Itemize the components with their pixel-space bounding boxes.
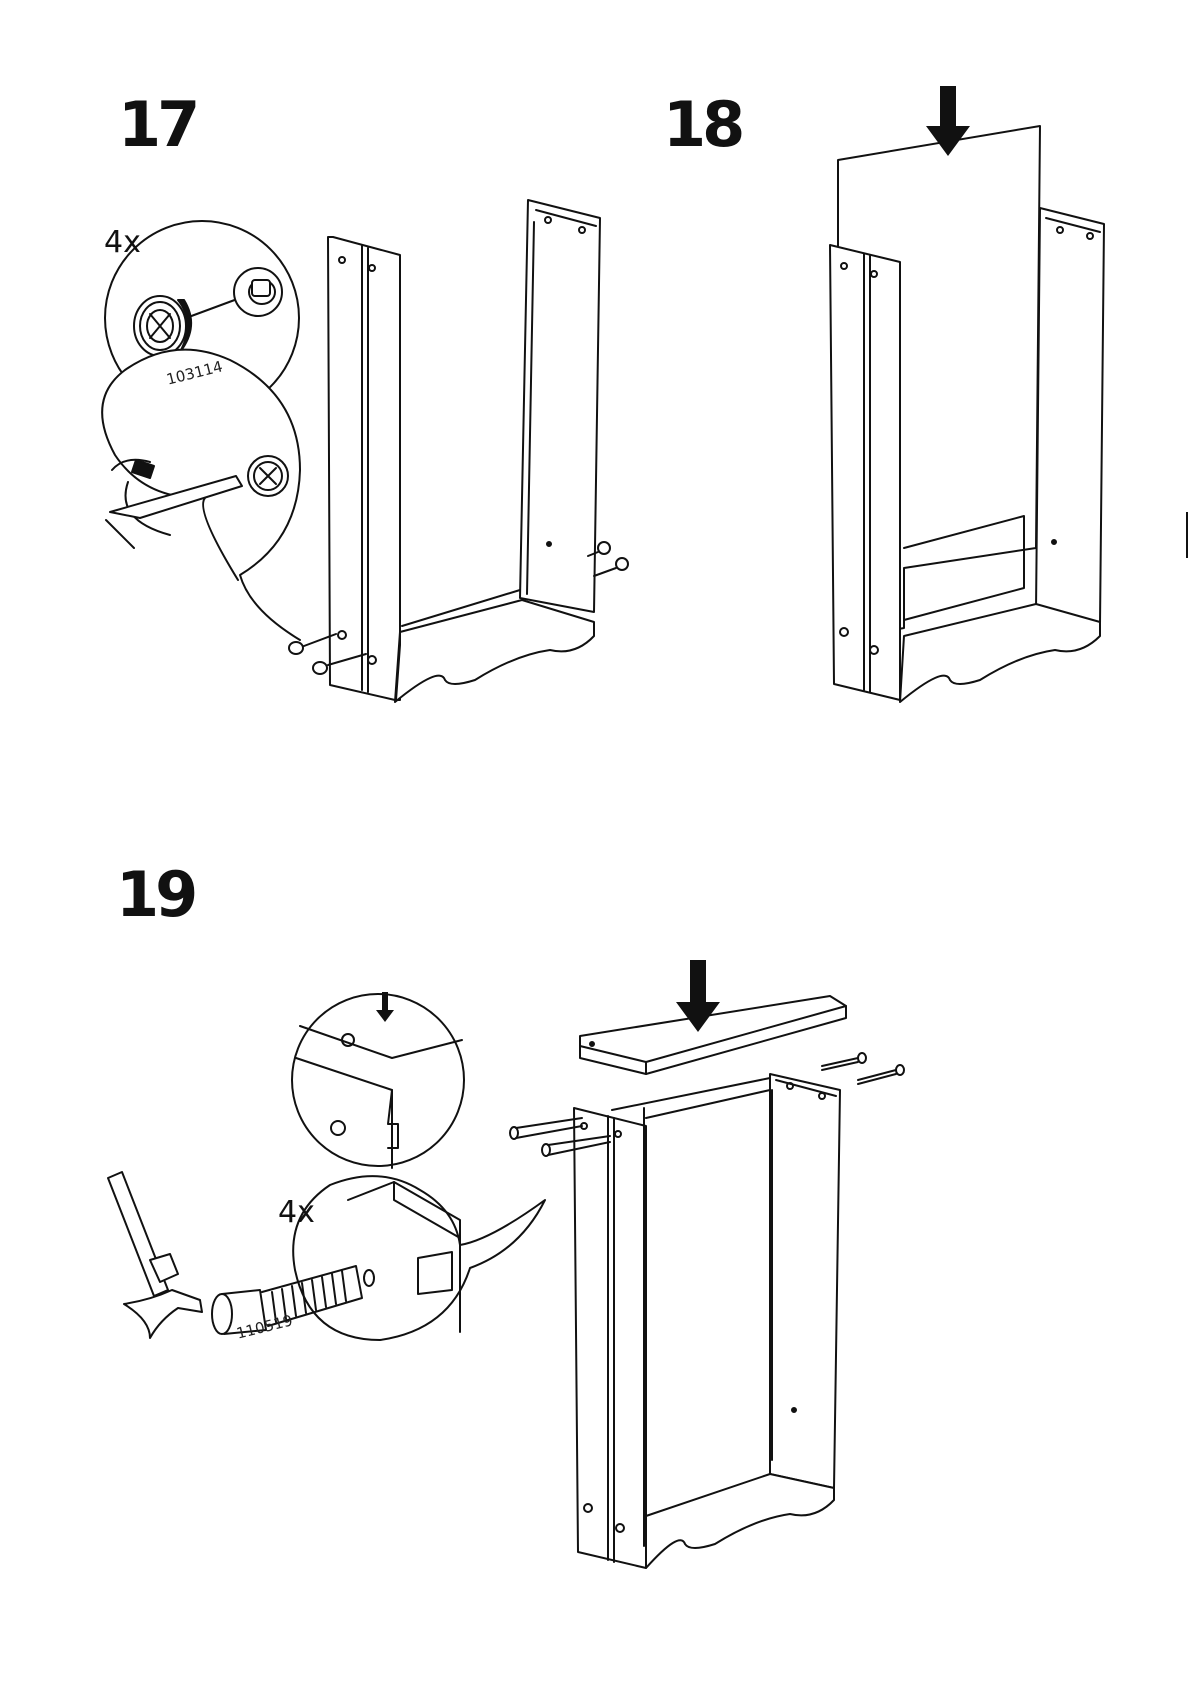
page-edge-mark [1186,512,1188,558]
dowel-detail-bubble [212,1176,545,1340]
top-panel [580,960,846,1074]
step-17-illustration [102,200,628,702]
left-side-panel [328,237,400,700]
step-19-illustration [108,960,904,1568]
cam-lock-turn-icon [248,456,288,496]
bottom-panel [900,604,1100,702]
right-side-panel [1036,208,1104,624]
step-18-illustration [830,86,1104,702]
top-panel-detail-bubble [292,992,464,1168]
left-side-panel [830,245,900,700]
screwdriver-detail-bubble [102,350,300,640]
right-side-panel [520,200,600,612]
step-17-quantity: 4x [104,228,141,258]
cabinet-carcass [574,1074,840,1568]
step-19-quantity: 4x [278,1198,315,1228]
hammer-icon [108,1172,202,1338]
